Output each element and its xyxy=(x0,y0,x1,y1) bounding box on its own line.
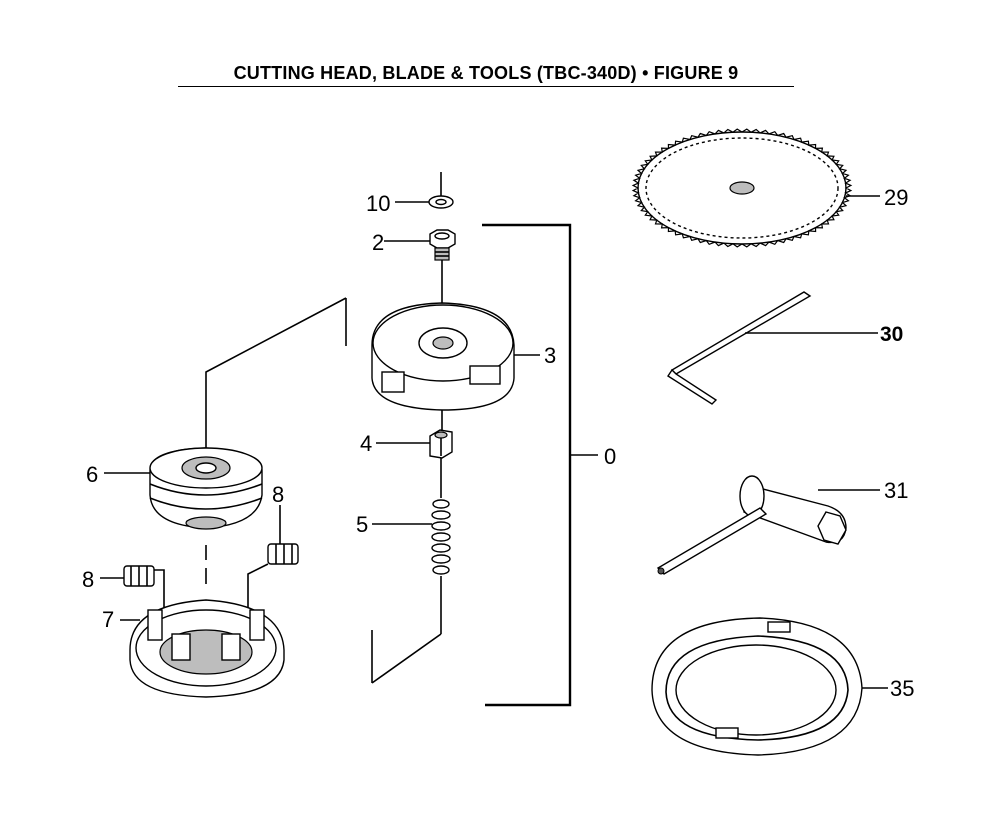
figure-title: CUTTING HEAD, BLADE & TOOLS (TBC-340D) •… xyxy=(178,60,794,87)
housing-part xyxy=(120,599,285,698)
bolt-part xyxy=(384,229,456,330)
callout-4: 4 xyxy=(360,431,372,456)
spring-part xyxy=(371,499,451,684)
callout-35: 35 xyxy=(890,676,914,701)
callout-29: 29 xyxy=(884,185,908,210)
cover-part xyxy=(371,302,540,432)
eyelet-right-part xyxy=(247,505,299,640)
callout-31: 31 xyxy=(884,478,908,503)
saw-blade-part xyxy=(637,131,880,245)
spool-part xyxy=(104,297,347,584)
saw-teeth xyxy=(631,128,853,248)
assembly-bracket xyxy=(482,223,598,707)
callout-6: 6 xyxy=(86,462,98,487)
guard-ring-part xyxy=(651,617,888,756)
hex-wrench-part xyxy=(667,291,878,405)
callout-8-right: 8 xyxy=(272,482,284,507)
plug-wrench-part xyxy=(656,475,880,575)
nut-part xyxy=(376,429,453,498)
callout-3: 3 xyxy=(544,343,556,368)
callout-0: 0 xyxy=(604,444,616,469)
washer-part xyxy=(395,172,454,209)
callout-30: 30 xyxy=(880,323,903,346)
callout-2: 2 xyxy=(372,230,384,255)
callout-7: 7 xyxy=(102,607,114,632)
callout-10: 10 xyxy=(366,191,390,216)
callout-5: 5 xyxy=(356,512,368,537)
callout-8-left: 8 xyxy=(82,567,94,592)
